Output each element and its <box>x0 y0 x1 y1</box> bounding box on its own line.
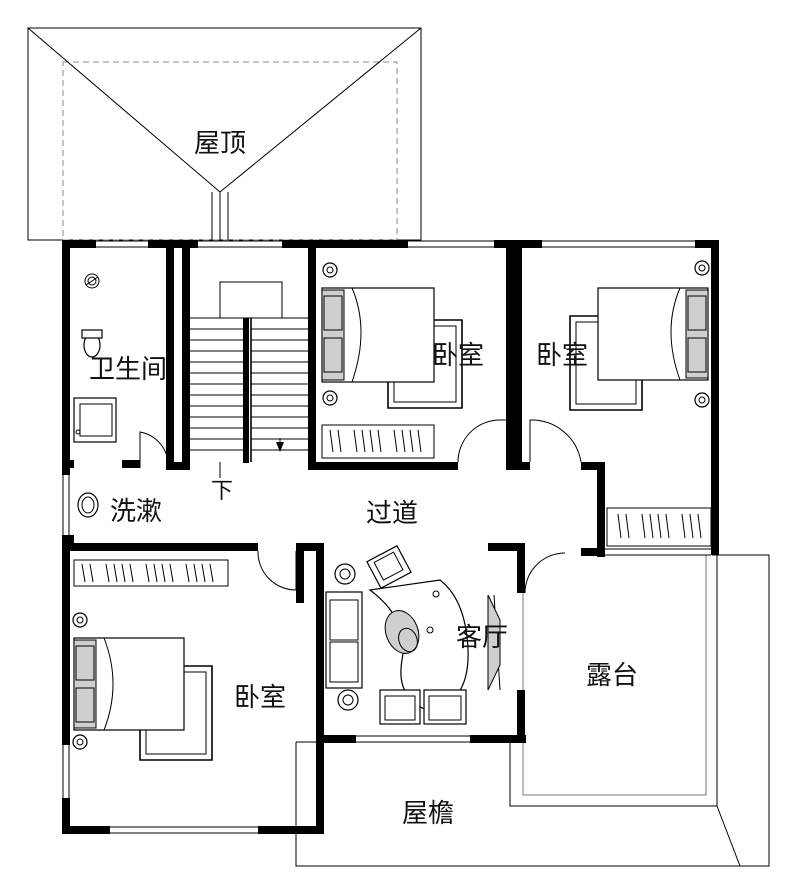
drawing-line <box>337 429 342 453</box>
staircase <box>190 281 308 478</box>
drawing-line <box>689 513 694 539</box>
eaves-outline <box>295 554 770 867</box>
label-washroom: 洗漱 <box>110 497 162 527</box>
label-roof: 屋顶 <box>194 129 246 159</box>
drawing-line <box>625 513 630 539</box>
drawing-line <box>201 563 206 583</box>
drawing-line <box>401 429 406 453</box>
label-bedroom-bottom-left: 卧室 <box>234 683 286 713</box>
drawing-line <box>185 563 190 583</box>
doors <box>139 419 582 691</box>
drawing-line <box>377 429 382 453</box>
drawing-line <box>697 513 702 539</box>
drawing-line <box>681 513 686 539</box>
drawing-line <box>353 429 358 453</box>
drawing-line <box>129 563 134 583</box>
room-labels: 屋顶 卫生间 洗漱 卧室 卧室 过道 下 客厅 露台 卧室 屋檐 <box>89 129 638 829</box>
drawing-line <box>169 563 174 583</box>
label-living-room: 客厅 <box>456 623 508 653</box>
label-bedroom-top-mid: 卧室 <box>432 341 484 371</box>
drawing-line <box>113 563 118 583</box>
drawing-line <box>409 429 414 453</box>
drawing-line <box>89 563 94 583</box>
bedroom-bottom-left-furniture <box>72 559 229 761</box>
label-terrace: 露台 <box>586 661 638 691</box>
living-room-furniture <box>325 544 469 725</box>
drawing-line <box>329 429 334 453</box>
drawing-line <box>153 563 158 583</box>
walls <box>62 240 719 834</box>
drawing-line <box>105 563 110 583</box>
label-corridor: 过道 <box>366 499 418 529</box>
drawing-line <box>209 563 214 583</box>
drawing-line <box>417 429 422 453</box>
label-bathroom: 卫生间 <box>89 355 167 385</box>
drawing-line <box>393 429 398 453</box>
drawing-line <box>121 563 126 583</box>
drawing-line <box>161 563 166 583</box>
drawing-line <box>361 429 366 453</box>
drawing-line <box>193 563 198 583</box>
label-eaves: 屋檐 <box>402 799 454 829</box>
windows <box>62 240 711 834</box>
drawing-line <box>641 513 646 539</box>
drawing-line <box>665 513 670 539</box>
bathroom-fixtures <box>73 273 117 518</box>
bedroom-top-right-furniture <box>569 260 712 547</box>
drawing-line <box>369 429 374 453</box>
label-bedroom-top-right: 卧室 <box>536 341 588 371</box>
drawing-line <box>145 563 150 583</box>
drawing-line <box>649 513 654 539</box>
drawing-line <box>81 563 86 583</box>
label-stairs-down: 下 <box>211 479 233 504</box>
bedroom-top-mid-furniture <box>321 262 463 459</box>
drawing-line <box>657 513 662 539</box>
roof <box>27 27 422 241</box>
drawing-line <box>617 513 622 539</box>
